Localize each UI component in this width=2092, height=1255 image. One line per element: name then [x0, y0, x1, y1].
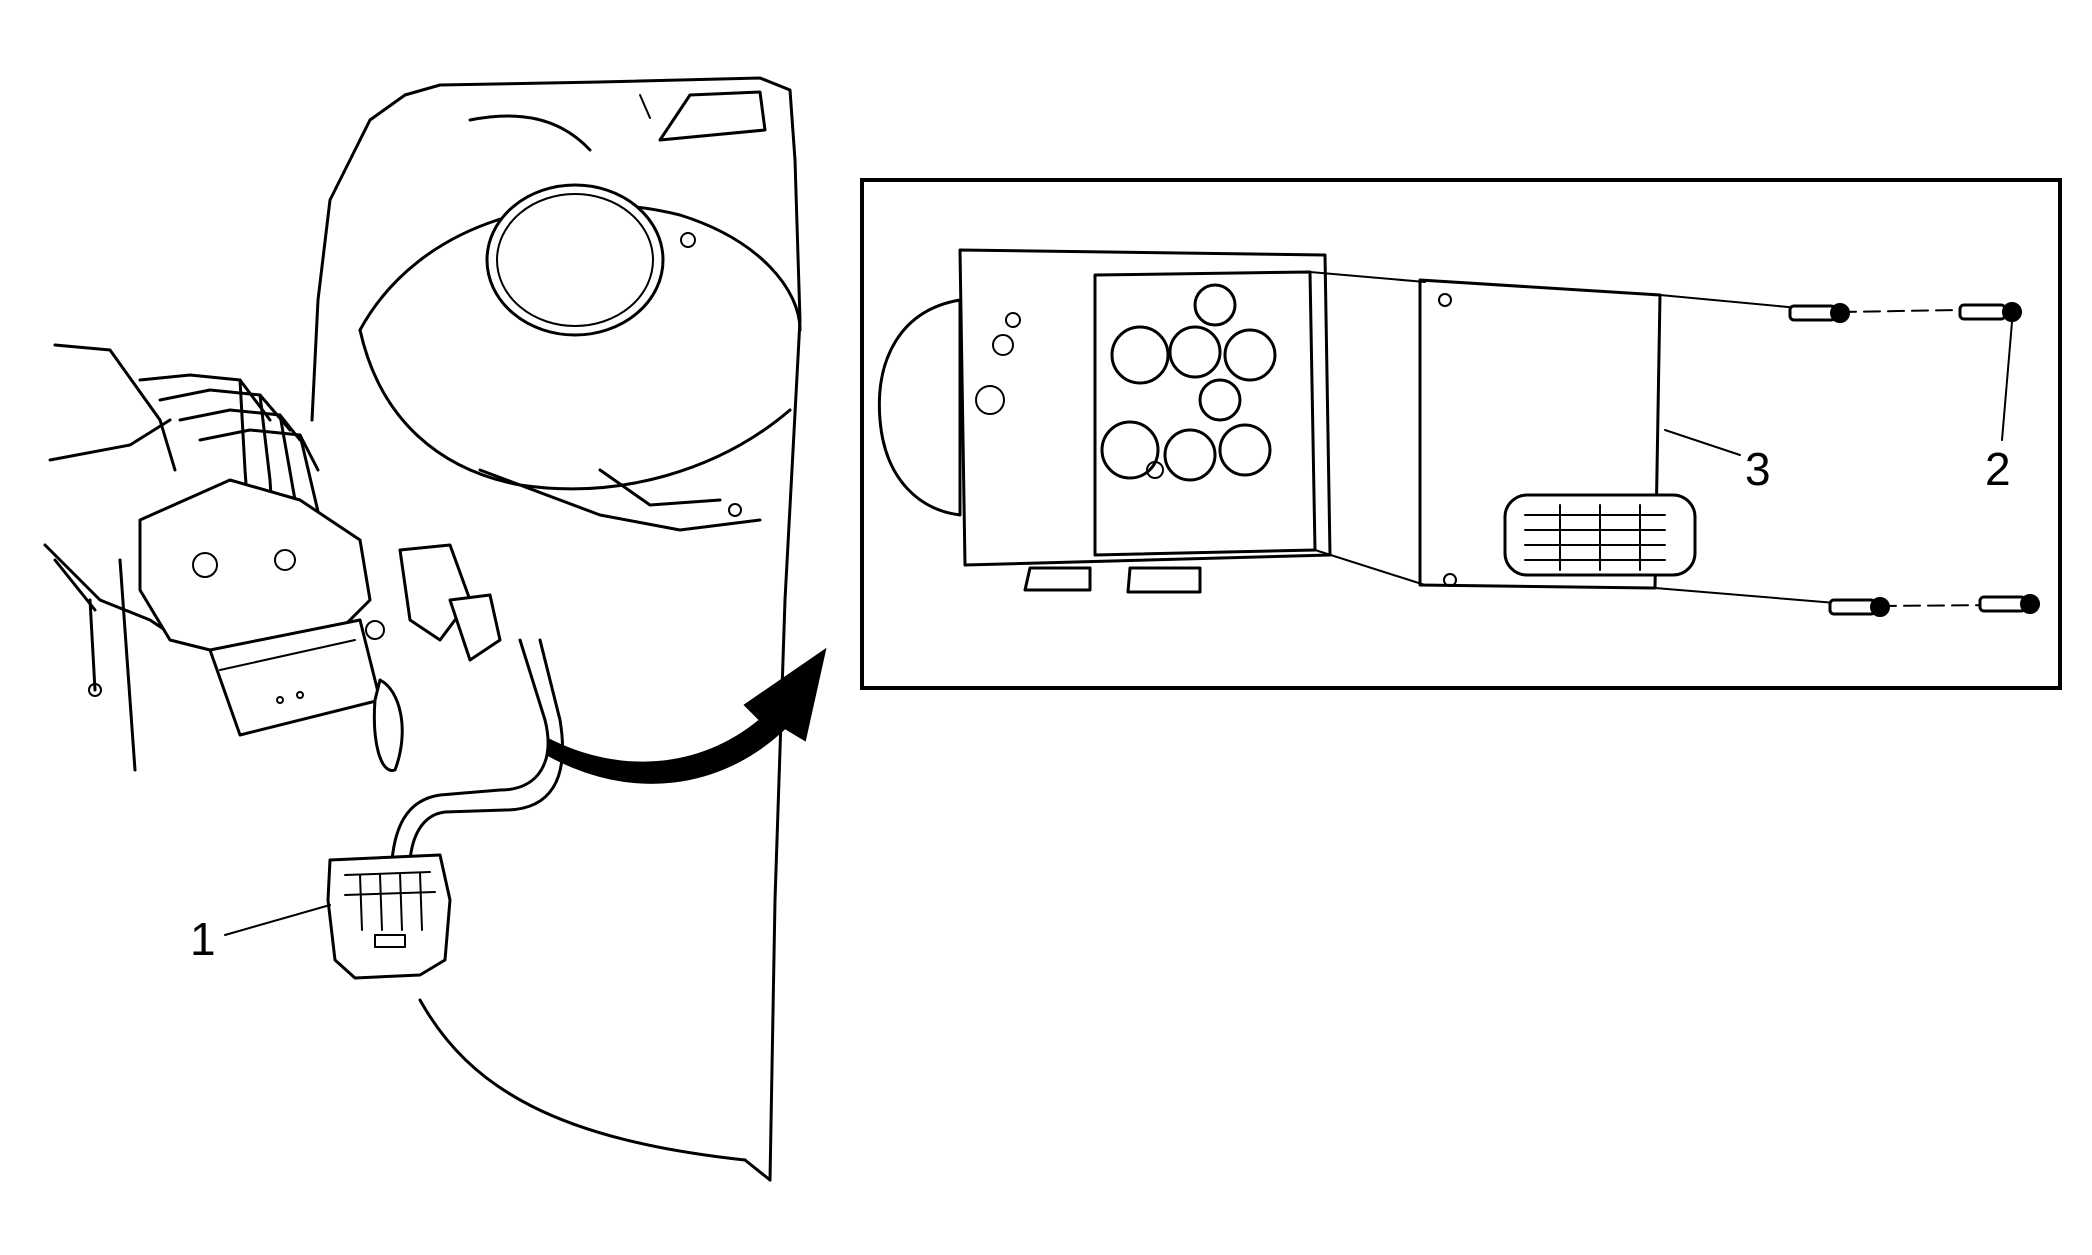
callout-label-1: 1	[190, 913, 216, 965]
detail-arrow	[546, 647, 827, 784]
body-panel	[310, 76, 802, 1182]
wiring-harness	[390, 638, 565, 862]
detail-view	[860, 178, 2062, 690]
callout-1: 1	[190, 904, 331, 965]
wheel-well-housing	[358, 183, 802, 532]
callout-3: 3	[1664, 429, 1771, 495]
callout-label-3: 3	[1745, 443, 1771, 495]
abs-assembly-installed	[88, 478, 502, 772]
callout-label-2: 2	[1985, 443, 2011, 495]
electrical-connector	[326, 853, 452, 980]
callout-2: 2	[1985, 321, 2013, 495]
